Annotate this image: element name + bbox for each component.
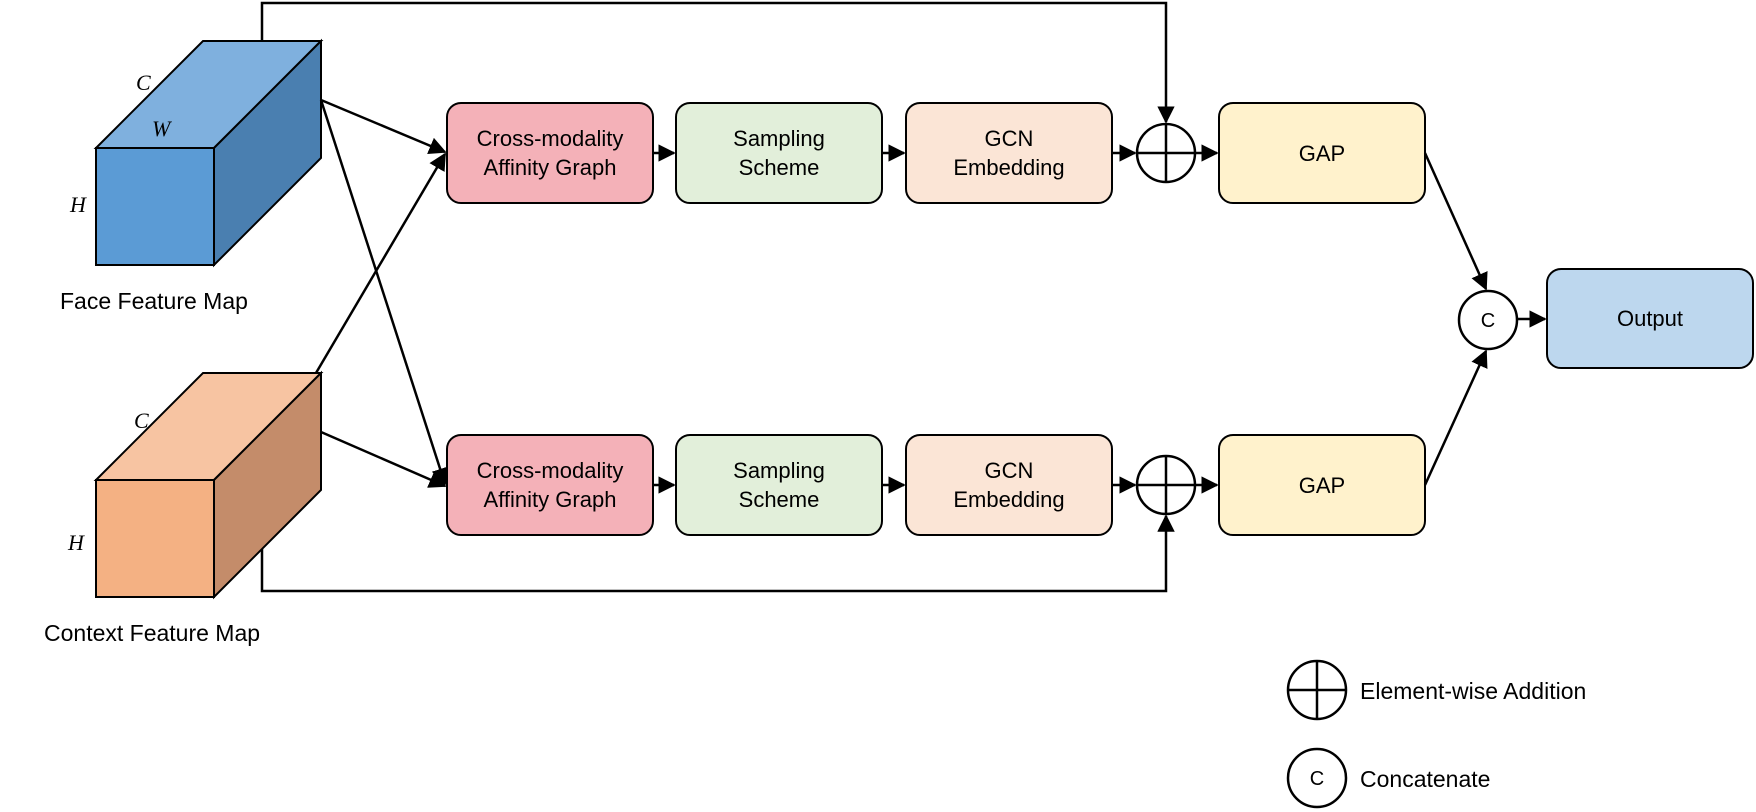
bottom-gap-label: GAP — [1299, 473, 1345, 498]
top-affinity-graph-box — [446, 102, 654, 204]
input-connections — [260, 1, 1175, 593]
output-box — [1546, 268, 1754, 369]
bottom-sampling-line2: Scheme — [739, 487, 820, 512]
context-to-bottom-affinity-arrow — [320, 430, 447, 488]
bottom-affinity-graph-box — [446, 434, 654, 536]
concat-symbol: C — [1481, 310, 1495, 332]
context-dim-h: H — [67, 530, 85, 555]
legend-concat-symbol: C — [1310, 768, 1324, 790]
top-element-wise-addition — [1135, 122, 1197, 184]
bottom-affinity-line2: Affinity Graph — [484, 487, 617, 512]
context-skip-connection — [260, 514, 1175, 593]
bottom-sampling-scheme-box — [675, 434, 883, 536]
top-sampling-scheme-box — [675, 102, 883, 204]
context-to-top-affinity-arrow — [314, 152, 447, 374]
concatenate-node: C — [1457, 289, 1519, 351]
legend-concat-icon: C — [1286, 747, 1348, 809]
top-gcn-line1: GCN — [985, 126, 1034, 151]
bottom-branch: Cross-modality Affinity Graph Sampling S… — [446, 434, 1426, 536]
bottom-element-wise-addition — [1135, 454, 1197, 516]
context-cube-front — [95, 479, 215, 598]
face-dim-w: W — [152, 116, 172, 141]
bottom-gap-to-concat-arrow — [1423, 349, 1488, 486]
context-feature-map-label: Context Feature Map — [44, 620, 260, 646]
face-cube-front — [95, 147, 215, 266]
bottom-gcn-line1: GCN — [985, 458, 1034, 483]
bottom-gcn-embedding-box — [905, 434, 1113, 536]
top-sampling-line2: Scheme — [739, 155, 820, 180]
face-feature-map-label: Face Feature Map — [60, 288, 248, 314]
bottom-sampling-line1: Sampling — [733, 458, 825, 483]
output-label: Output — [1617, 306, 1683, 331]
face-skip-connection — [260, 1, 1175, 124]
face-to-bottom-affinity-arrow — [319, 99, 449, 486]
top-gap-label: GAP — [1299, 141, 1345, 166]
face-to-top-affinity-arrow — [320, 98, 447, 154]
face-dim-c: C — [136, 70, 151, 95]
context-feature-map-cube: C H — [67, 370, 324, 600]
top-gap-to-concat-arrow — [1423, 152, 1488, 291]
top-gcn-line2: Embedding — [953, 155, 1064, 180]
legend-concat-label: Concatenate — [1360, 766, 1490, 792]
face-feature-map-cube: C W H — [69, 38, 324, 268]
context-dim-c: C — [134, 408, 149, 433]
legend: Element-wise Addition C Concatenate — [1286, 659, 1586, 809]
top-gcn-embedding-box — [905, 102, 1113, 204]
merge-connections — [1423, 152, 1547, 486]
top-branch: Cross-modality Affinity Graph Sampling S… — [446, 102, 1426, 204]
legend-addition-icon — [1286, 659, 1348, 721]
bottom-affinity-line1: Cross-modality — [477, 458, 624, 483]
top-affinity-line2: Affinity Graph — [484, 155, 617, 180]
bottom-gcn-line2: Embedding — [953, 487, 1064, 512]
legend-addition-label: Element-wise Addition — [1360, 678, 1586, 704]
top-sampling-line1: Sampling — [733, 126, 825, 151]
face-dim-h: H — [69, 192, 87, 217]
top-affinity-line1: Cross-modality — [477, 126, 624, 151]
